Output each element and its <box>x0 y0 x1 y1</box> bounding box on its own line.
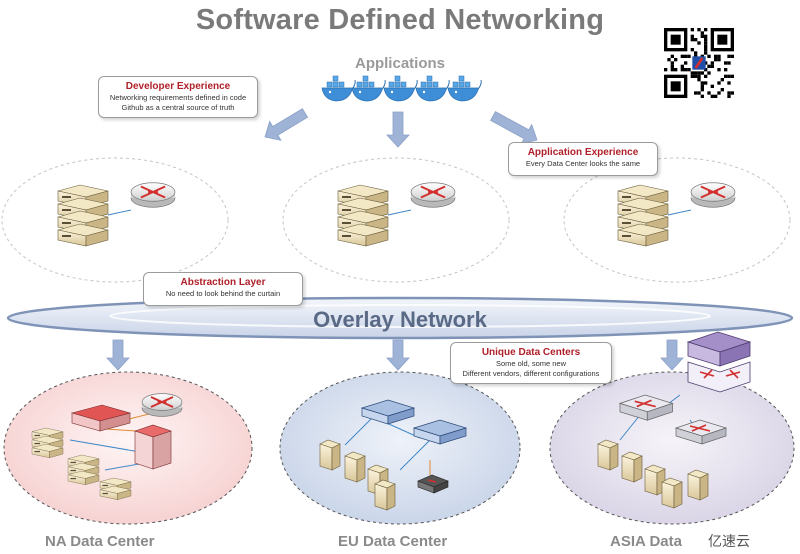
server-stack-icon <box>67 454 100 486</box>
network-link <box>619 414 641 441</box>
firewall-icon <box>134 424 172 470</box>
legacy-router-icon <box>417 474 449 494</box>
server-stack-icon <box>57 184 109 247</box>
developer-experience-callout: Developer Experience Networking requirem… <box>98 76 258 118</box>
docker-whale-icon <box>415 75 450 102</box>
router-icon <box>141 393 183 417</box>
brand-watermark: 亿速云 <box>708 533 750 549</box>
overlay-network-label: Overlay Network <box>313 307 487 332</box>
callout-line: No need to look behind the curtain <box>165 289 281 298</box>
router-icon <box>410 182 456 208</box>
switch-icon <box>70 404 132 432</box>
flow-arrow <box>490 111 538 145</box>
switch-icon <box>412 419 468 445</box>
router-icon <box>130 182 176 208</box>
eu-data-center-label: EU Data Center <box>338 533 448 550</box>
network-link <box>387 209 412 216</box>
network-link <box>69 439 141 453</box>
docker-whale-icon <box>351 75 386 102</box>
callout-line: Different vendors, different configurati… <box>462 369 600 378</box>
server-tower-icon <box>597 439 619 471</box>
core-switch-icon <box>686 331 752 393</box>
docker-whale-icon <box>447 75 482 102</box>
switch-icon <box>360 399 416 425</box>
application-experience-callout: Application Experience Every Data Center… <box>508 142 658 176</box>
callout-title: Abstraction Layer <box>180 277 266 288</box>
region-ellipse-center <box>282 157 510 283</box>
unique-data-centers-callout: Unique Data Centers Some old, some new D… <box>450 342 612 384</box>
callout-title: Application Experience <box>527 147 639 158</box>
server-stack-icon <box>617 184 669 247</box>
server-tower-icon <box>621 451 643 483</box>
flow-arrow <box>386 339 410 371</box>
server-tower-icon <box>319 439 341 471</box>
switch-icon <box>618 394 674 421</box>
network-devices <box>31 182 752 511</box>
server-stack-icon <box>31 427 64 459</box>
region-ellipse-left <box>1 157 229 283</box>
network-link <box>399 439 431 471</box>
network-link <box>344 417 373 446</box>
applications-label: Applications <box>354 55 445 72</box>
callout-title: Unique Data Centers <box>481 347 581 358</box>
abstraction-layer-callout: Abstraction Layer No need to look behind… <box>143 272 303 306</box>
overlay-network-inner <box>109 304 711 328</box>
callout-line: Some old, some new <box>495 359 567 368</box>
docker-whale-icon <box>383 75 418 102</box>
region-ellipse-right <box>563 157 791 283</box>
flow-arrow <box>264 108 309 141</box>
na-dc-ellipse <box>3 371 253 525</box>
na-data-center-label: NA Data Center <box>45 533 155 550</box>
flow-arrow <box>106 339 130 371</box>
network-link <box>107 209 132 216</box>
switch-icon <box>674 419 728 445</box>
server-tower-icon <box>661 477 683 509</box>
application-whales <box>321 75 482 102</box>
callout-line: Github as a central source of truth <box>121 103 235 112</box>
server-tower-icon <box>687 469 709 501</box>
network-link <box>667 209 692 216</box>
server-stack-icon <box>99 477 132 500</box>
flow-arrow <box>660 339 684 371</box>
flow-arrow <box>386 111 410 148</box>
qr-code-icon <box>664 28 734 98</box>
callout-title: Developer Experience <box>125 81 231 92</box>
flow-arrows <box>106 108 684 371</box>
server-tower-icon <box>344 451 366 483</box>
server-stack-icon <box>337 184 389 247</box>
asia-data-center-label: ASIA Data <box>610 533 682 550</box>
eu-dc-ellipse <box>279 371 521 525</box>
docker-whale-icon <box>321 75 356 102</box>
callout-line: Every Data Center looks the same <box>525 159 641 168</box>
server-tower-icon <box>374 479 396 511</box>
router-icon <box>690 182 736 208</box>
asia-dc-ellipse <box>549 371 795 525</box>
callout-line: Networking requirements defined in code <box>109 93 247 102</box>
diagram-title: Software Defined Networking <box>195 4 605 36</box>
